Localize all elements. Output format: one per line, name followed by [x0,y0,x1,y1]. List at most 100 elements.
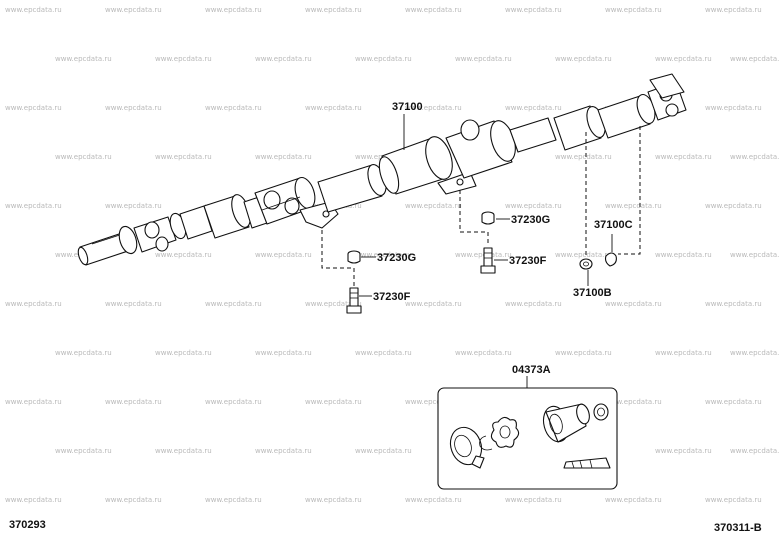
label-boot-kit: 04373A [512,364,551,376]
watermark-text: www.epcdata.ru [705,202,762,210]
watermark-text: www.epcdata.ru [705,496,762,504]
watermark-text: www.epcdata.ru [105,202,162,210]
watermark-text: www.epcdata.ru [605,398,662,406]
watermark-text: www.epcdata.ru [730,153,780,161]
label-spacer-upper: 37230G [511,214,550,226]
spacer-lower [347,250,361,264]
watermark-text: www.epcdata.ru [105,496,162,504]
watermark-text: www.epcdata.ru [55,55,112,63]
watermark-text: www.epcdata.ru [655,349,712,357]
propeller-shaft-assembly [77,73,687,266]
watermark-text: www.epcdata.ru [355,349,412,357]
watermark-text: www.epcdata.ru [730,349,780,357]
boot-kit-snap-ring [479,435,493,451]
watermark-text: www.epcdata.ru [105,300,162,308]
label-clamp-b: 37100B [573,287,612,299]
watermark-text: www.epcdata.ru [55,349,112,357]
label-clamp-c: 37100C [594,219,633,231]
mounting-dashed-lines [321,126,641,286]
watermark-text: www.epcdata.ru [705,6,762,14]
watermark-text: www.epcdata.ru [455,251,512,259]
watermark-text: www.epcdata.ru [5,496,62,504]
watermark-text: www.epcdata.ru [205,6,262,14]
rear-tube [553,95,651,151]
watermark-text: www.epcdata.ru [605,496,662,504]
watermark-text: www.epcdata.ru [505,202,562,210]
watermark-text: www.epcdata.ru [555,251,612,259]
watermark-text: www.epcdata.ru [305,104,362,112]
watermark-text: www.epcdata.ru [155,153,212,161]
leader-lines [359,114,613,388]
watermark-text: www.epcdata.ru [205,398,262,406]
watermark-text: www.epcdata.ru [55,153,112,161]
watermark-text: www.epcdata.ru [505,104,562,112]
watermark-text: www.epcdata.ru [155,55,212,63]
watermark-text: www.epcdata.ru [555,153,612,161]
watermark-text: www.epcdata.ru [255,251,312,259]
watermark-text: www.epcdata.ru [205,300,262,308]
center-universal-joint [254,176,316,225]
watermark-text: www.epcdata.ru [605,202,662,210]
watermark-text: www.epcdata.ru [555,55,612,63]
watermark-text: www.epcdata.ru [455,349,512,357]
clamp-b [579,258,593,270]
watermark-text: www.epcdata.ru [405,202,462,210]
boot-kit-disc [449,426,485,469]
watermark-text: www.epcdata.ru [105,104,162,112]
boot-kit-star-ring [490,416,520,448]
watermark-text: www.epcdata.ru [355,55,412,63]
watermark-text: www.epcdata.ru [505,496,562,504]
watermark-text: www.epcdata.ru [105,398,162,406]
watermark-text: www.epcdata.ru [5,6,62,14]
watermark-text: www.epcdata.ru [305,300,362,308]
watermark-text: www.epcdata.ru [605,300,662,308]
label-spacer-lower: 37230G [377,252,416,264]
boot-kit-grease-tube [563,457,611,469]
watermark-text: www.epcdata.ru [5,104,62,112]
watermark-text: www.epcdata.ru [455,55,512,63]
label-bolt-upper: 37230F [509,255,547,267]
watermark-text: www.epcdata.ru [255,447,312,455]
watermark-text: www.epcdata.ru [55,447,112,455]
watermark-text: www.epcdata.ru [705,104,762,112]
boot-kit-boot [542,403,590,443]
spacer-upper [481,211,495,225]
watermark-text: www.epcdata.ru [155,447,212,455]
watermark-text: www.epcdata.ru [105,6,162,14]
watermark-text: www.epcdata.ru [255,153,312,161]
watermark-text: www.epcdata.ru [205,104,262,112]
watermark-text: www.epcdata.ru [305,398,362,406]
label-bolt-lower: 37230F [373,291,411,303]
watermark-text: www.epcdata.ru [155,349,212,357]
watermark-text: www.epcdata.ru [655,447,712,455]
watermark-text: www.epcdata.ru [405,398,462,406]
watermark-text: www.epcdata.ru [305,496,362,504]
bolt-upper [480,247,496,274]
label-propeller-shaft: 37100 [392,101,423,113]
boot-kit-box [437,387,618,490]
watermark-text: www.epcdata.ru [405,300,462,308]
clamp-c [604,252,617,267]
mid-flange-coupling [445,117,557,179]
bolt-lower [346,287,362,314]
watermark-text: www.epcdata.ru [705,300,762,308]
center-support-bearing [378,136,477,195]
watermark-text: www.epcdata.ru [205,496,262,504]
watermark-text: www.epcdata.ru [555,349,612,357]
rear-universal-joint [636,73,687,125]
watermark-text: www.epcdata.ru [255,349,312,357]
watermark-text: www.epcdata.ru [305,6,362,14]
watermark-text: www.epcdata.ru [405,104,462,112]
watermark-text: www.epcdata.ru [730,251,780,259]
watermark-text: www.epcdata.ru [405,496,462,504]
watermark-text: www.epcdata.ru [730,447,780,455]
watermark-text: www.epcdata.ru [655,55,712,63]
watermark-text: www.epcdata.ru [605,6,662,14]
watermark-text: www.epcdata.ru [505,6,562,14]
watermark-text: www.epcdata.ru [5,202,62,210]
diagram-code-left: 370293 [9,519,46,531]
diagram-code-right: 370311-B [714,522,762,534]
watermark-text: www.epcdata.ru [255,55,312,63]
